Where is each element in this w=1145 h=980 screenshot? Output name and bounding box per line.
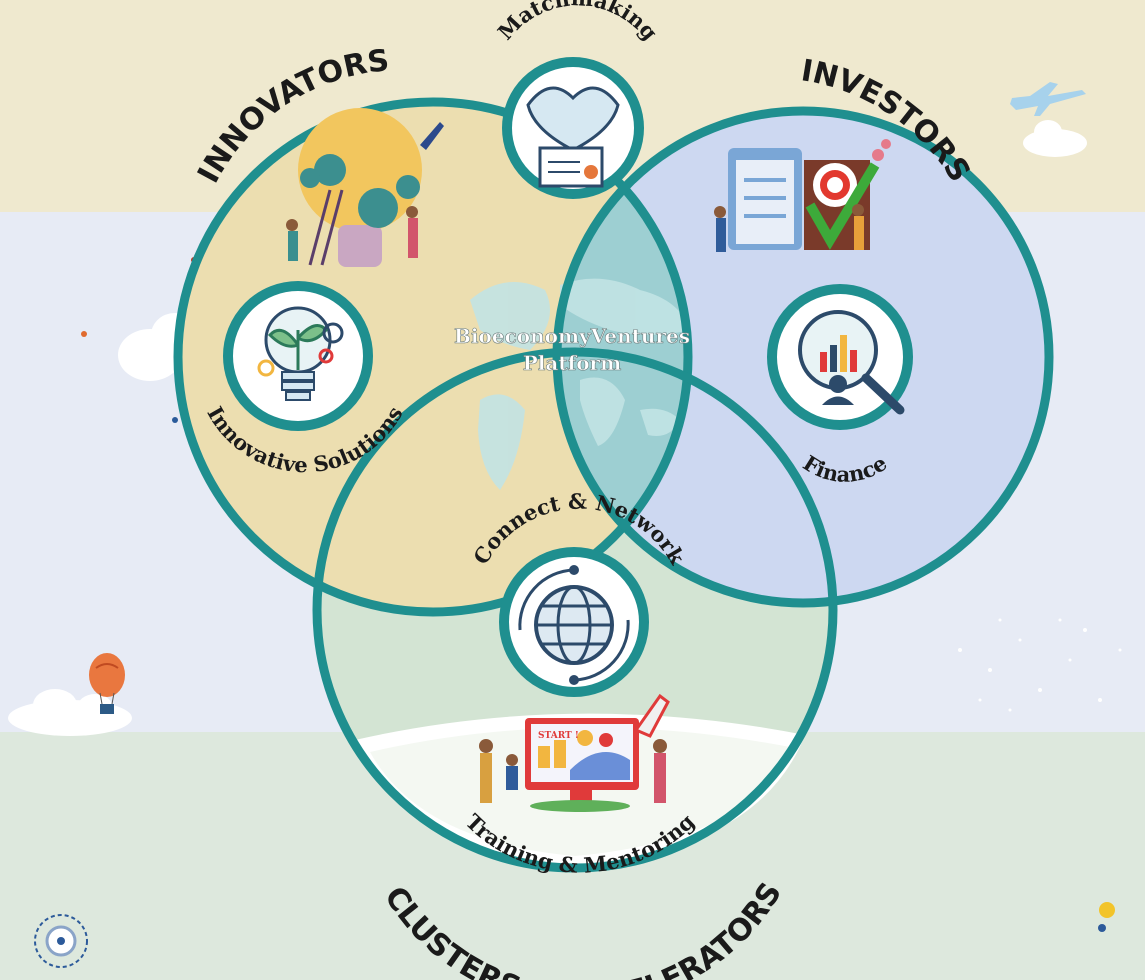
hot-air-balloon-icon (89, 653, 125, 714)
lightbulb-plant-icon (257, 306, 344, 401)
decor-dot (172, 417, 178, 423)
sun-icon (1098, 902, 1115, 932)
finance-badge[interactable] (767, 284, 913, 430)
platform-name-line2: Platform (523, 351, 621, 375)
clusters-illustration: START ! (479, 693, 670, 812)
airplane-icon (1010, 82, 1086, 116)
innovators-illustration (286, 108, 444, 267)
cloud-top-right-icon (1023, 120, 1087, 157)
innovative-solutions-badge[interactable] (223, 281, 373, 431)
clusters-label: CLUSTERS & ACCELERATORS (377, 877, 789, 980)
handshake-certificate-icon (526, 86, 620, 188)
start-sign-label: START ! (538, 731, 579, 741)
globe-network-icon (518, 565, 630, 685)
innovators-ring (173, 97, 693, 617)
clusters-ring (312, 347, 838, 873)
matchmaking-label: Matchmaking (493, 0, 663, 45)
magnifier-chart-icon (798, 310, 905, 415)
gear-logo-icon (34, 914, 88, 968)
decor-dot (81, 331, 87, 337)
snow-dots-decoration (958, 618, 1122, 712)
platform-name-line1: BioeconomyVentures (454, 324, 690, 348)
world-map-icon (470, 278, 690, 490)
matchmaking-badge[interactable] (502, 57, 644, 199)
investors-illustration (714, 139, 891, 252)
connect-network-badge[interactable] (499, 547, 649, 697)
